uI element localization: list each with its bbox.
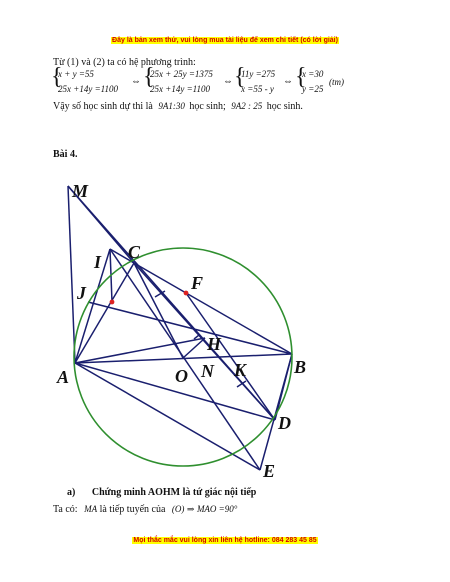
point-F [183, 290, 189, 296]
line-CB [133, 262, 293, 355]
line-AE [74, 362, 261, 471]
part-a-marker: a) [67, 487, 76, 498]
label-A: A [56, 367, 69, 387]
system-2-row-2: 25x +14y =1100 [150, 84, 210, 94]
point-J-mark [109, 299, 115, 305]
intro-line: Từ (1) và (2) ta có hệ phương trình: [53, 57, 196, 68]
brace: { [295, 64, 307, 90]
brace: { [51, 64, 63, 90]
system-4-row-1: x =30 [302, 69, 324, 79]
system-1-row-2: 25x +14y =1100 [58, 84, 118, 94]
label-B: B [293, 357, 306, 377]
label-M: M [71, 181, 89, 201]
label-E: E [262, 461, 275, 481]
label-C: C [128, 242, 141, 262]
line-JB [87, 301, 293, 355]
conclusion-suffix: học sinh. [266, 101, 303, 112]
system-4: { x =30 y =25 [295, 65, 329, 99]
line-AD [74, 362, 276, 421]
brace: { [234, 64, 246, 90]
conclusion-prefix: Vậy số học sinh dự thi là [53, 101, 153, 112]
conclusion-mid: học sinh; [189, 101, 226, 112]
final-prefix: Ta có: [53, 504, 78, 515]
system-3-row-2: x =55 - y [241, 84, 274, 94]
final-mid: là tiếp tuyến của [99, 504, 166, 515]
line-BE [259, 353, 293, 471]
header-banner: Đây là bản xem thử, vui lòng mua tài liệ… [0, 37, 450, 44]
final-line: Ta có: MA là tiếp tuyến của (O) ⇒ MAO =9… [53, 504, 237, 515]
footer-banner-text: Mọi thắc mắc vui lòng xin liên hệ hotlin… [132, 537, 318, 544]
final-angle: MAO =90° [196, 504, 238, 514]
label-H: H [206, 334, 222, 354]
line-IC [109, 248, 135, 264]
conclusion-value-1: 9A1:30 [158, 101, 185, 111]
line-AH [74, 337, 206, 364]
line-FD [185, 292, 276, 421]
figure-lines [67, 185, 293, 471]
system-1-row-1: x + y =55 [58, 69, 94, 79]
right-angle-mark [193, 333, 204, 341]
header-banner-text: Đây là bản xem thử, vui lòng mua tài liệ… [111, 37, 339, 44]
tick-mark [236, 380, 247, 388]
line-IA [74, 248, 111, 364]
brace: { [143, 64, 155, 90]
circle-O [73, 247, 293, 467]
final-circle: (O) [171, 504, 185, 514]
label-O: O [175, 366, 188, 386]
line-OH [182, 337, 206, 359]
line-MA [67, 185, 76, 364]
label-K: K [233, 360, 248, 380]
label-D: D [277, 413, 291, 433]
footer-banner: Mọi thắc mắc vui lòng xin liên hệ hotlin… [0, 537, 450, 544]
label-N: N [200, 361, 215, 381]
line-IE [109, 248, 261, 471]
equiv-symbol: ⇔ [283, 76, 293, 87]
problem-title: Bài 4. [53, 149, 78, 160]
label-F: F [190, 273, 203, 293]
line-CD [133, 262, 276, 421]
line-CA [74, 262, 135, 364]
system-2-row-1: 25x + 25y =1375 [150, 69, 213, 79]
part-a-heading: a) Chứng minh AOHM là tứ giác nội tiếp [67, 487, 256, 498]
system-2: { 25x + 25y =1375 25x +14y =1100 [143, 65, 235, 99]
conclusion-value-2: 9A2 : 25 [231, 101, 263, 111]
conclusion-line: Vậy số học sinh dự thi là 9A1:30 học sin… [53, 101, 303, 112]
system-3: { 11y =275 x =55 - y [234, 65, 291, 99]
label-J: J [76, 283, 87, 303]
system-4-row-2: y =25 [302, 84, 324, 94]
final-ma: MA [84, 504, 98, 514]
part-a-title: Chứng minh AOHM là tứ giác nội tiếp [91, 487, 257, 498]
tm-note: (tm) [329, 77, 344, 87]
equiv-symbol: ⇔ [131, 76, 141, 87]
system-1: { x + y =55 25x +14y =1100 [51, 65, 148, 99]
system-3-row-1: 11y =275 [241, 69, 276, 79]
equiv-symbol: ⇔ [223, 76, 233, 87]
label-I: I [93, 252, 102, 272]
line-CO [133, 262, 184, 359]
tick-mark [154, 290, 166, 298]
final-arrow: ⇒ [186, 504, 195, 514]
